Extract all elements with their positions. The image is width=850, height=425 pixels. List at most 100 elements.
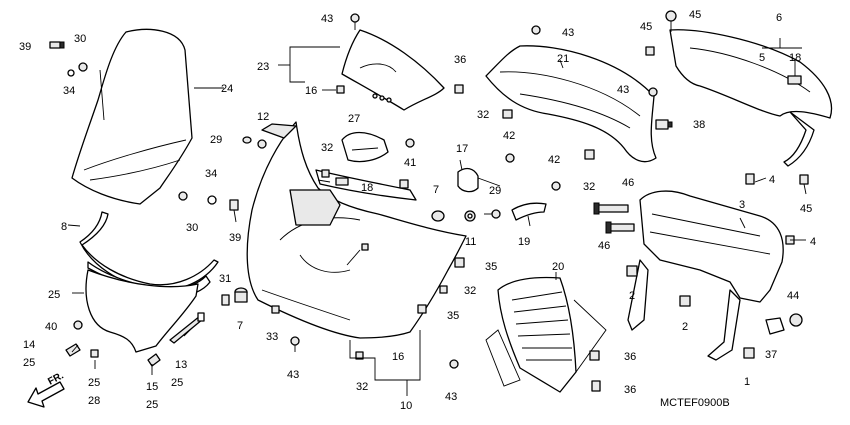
bracket-27 [341, 131, 389, 163]
callout-32-upper: 32 [321, 142, 333, 154]
callout-15: 15 [146, 381, 158, 393]
rubber-4-top [745, 173, 755, 185]
callout-33: 33 [266, 331, 278, 343]
clip-35-right [454, 257, 465, 268]
callout-11: 11 [465, 236, 476, 248]
callout-16-top: 16 [305, 85, 317, 97]
callout-29-left: 29 [210, 134, 222, 146]
frame-stay-3 [627, 190, 784, 361]
clip-32-mid [584, 149, 595, 160]
clip-18-right [787, 75, 802, 85]
bolt-29-right [399, 179, 409, 189]
callout-7-left: 7 [237, 320, 243, 332]
callout-36-a: 36 [624, 351, 636, 363]
clip-32-upper [321, 169, 330, 178]
callout-45-c: 45 [800, 203, 812, 215]
callout-35-cowl: 35 [447, 310, 459, 322]
callout-25-d: 25 [146, 399, 158, 411]
callout-2-b: 2 [682, 321, 688, 333]
callout-45-a: 45 [640, 21, 652, 33]
upper-panel-21 [485, 45, 657, 163]
diagram-code: MCTEF0900B [660, 397, 730, 409]
callout-32-bottom: 32 [356, 381, 368, 393]
screw-41 [405, 138, 415, 148]
callout-18-right: 18 [789, 52, 801, 64]
bolt-46-a [593, 202, 629, 215]
screw-42-a [505, 153, 515, 163]
callout-39-mid: 39 [229, 232, 241, 244]
callout-21: 21 [557, 53, 569, 65]
inner-panel-6 [669, 29, 833, 167]
callout-17: 17 [456, 143, 468, 155]
clip-25-28 [90, 349, 99, 358]
clip-32-upper-panel [502, 109, 513, 119]
callout-24: 24 [221, 83, 233, 95]
bolt-39-topleft [49, 41, 65, 49]
grommet-15 [147, 353, 161, 367]
callout-43-cowl: 43 [287, 369, 299, 381]
callout-34-bottom: 34 [205, 168, 217, 180]
clip-35-cowl [417, 304, 427, 314]
grommet-12 [257, 139, 267, 149]
callout-10: 10 [400, 400, 412, 412]
callout-18-upper: 18 [361, 182, 373, 194]
bolt-45-c [799, 174, 809, 195]
callout-25-e: 25 [88, 377, 100, 389]
rubber-2-b [679, 295, 691, 307]
callout-41: 41 [404, 157, 416, 169]
callout-42-a: 42 [503, 130, 515, 142]
callout-23: 23 [257, 61, 269, 73]
bracket-19 [511, 202, 547, 221]
callout-32-mid: 32 [583, 181, 595, 193]
bolt-38 [655, 119, 673, 130]
callout-7-right: 7 [433, 184, 439, 196]
screw-39-mid [229, 199, 239, 223]
screw-43-grille [449, 359, 459, 369]
callout-4-right: 4 [810, 236, 816, 248]
callout-5: 5 [759, 52, 765, 64]
callout-12: 12 [257, 111, 269, 123]
callout-31: 31 [219, 273, 231, 285]
clip-18-upper [335, 177, 349, 186]
callout-43-top: 43 [321, 13, 333, 25]
rubber-2-a [626, 265, 638, 277]
nut-36-a [589, 350, 600, 361]
callout-36-b: 36 [624, 384, 636, 396]
bolt-45-b [665, 10, 677, 32]
callout-4-top: 4 [769, 174, 775, 186]
leader-lines [67, 38, 806, 396]
clip-33 [271, 305, 280, 314]
rubber-1 [743, 347, 755, 359]
callout-1: 1 [744, 376, 750, 388]
callout-27: 27 [348, 113, 360, 125]
callout-37: 37 [765, 349, 777, 361]
callout-32-cowl: 32 [464, 285, 476, 297]
callout-43-grille: 43 [445, 391, 457, 403]
collar-7-left [234, 287, 248, 303]
callout-20: 20 [552, 261, 564, 273]
grille-20 [485, 276, 607, 393]
nut-36-b [591, 380, 601, 392]
clip-35-left [197, 312, 205, 322]
callout-25-left: 25 [48, 289, 60, 301]
nut-45-a [645, 46, 655, 56]
screw-43-upper [531, 25, 541, 35]
duct-cover-23 [341, 29, 445, 111]
callout-14: 14 [23, 339, 35, 351]
callout-45-b: 45 [689, 9, 701, 21]
callout-29-right: 29 [489, 185, 501, 197]
washer-34-bottom [207, 195, 217, 205]
windscreen [71, 28, 193, 205]
inner-cover-8 [79, 211, 219, 353]
callout-25-b: 25 [23, 357, 35, 369]
callout-16-cowl: 16 [392, 351, 404, 363]
callout-35-mid: 35 [485, 261, 497, 273]
callout-30-top: 30 [74, 33, 86, 45]
washer-11 [464, 210, 476, 222]
callout-28: 28 [88, 395, 100, 407]
callout-30-bottom: 30 [186, 222, 198, 234]
callout-46-b: 46 [598, 240, 610, 252]
callout-40: 40 [45, 321, 57, 333]
callout-43-right: 43 [617, 84, 629, 96]
